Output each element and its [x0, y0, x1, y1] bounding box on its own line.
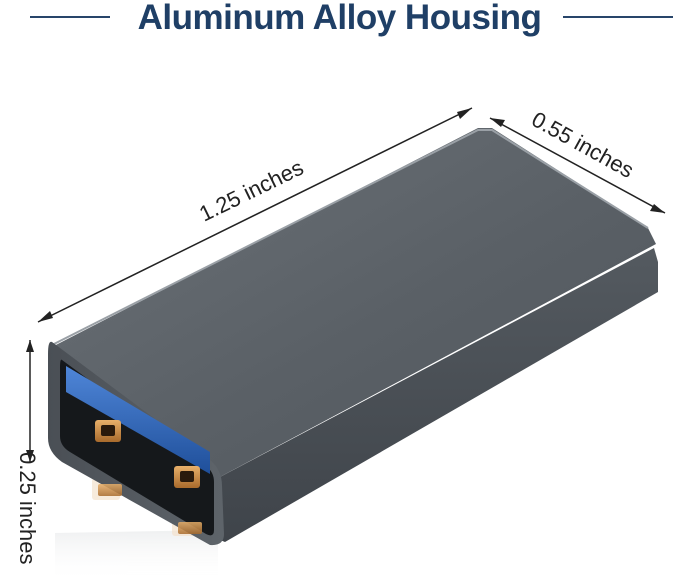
height-dimension: 0.25 inches	[15, 340, 40, 565]
page-title: Aluminum Alloy Housing	[137, 0, 542, 37]
height-label: 0.25 inches	[15, 452, 40, 565]
housing-edge-highlight	[51, 129, 649, 346]
title-rule-right	[563, 16, 673, 18]
length-label: 1.25 inches	[195, 155, 307, 227]
usb-blue-insert	[66, 366, 210, 474]
housing-top-face	[50, 128, 656, 478]
title-rule-left	[30, 16, 110, 18]
gold-contacts	[95, 420, 202, 534]
housing-side-face	[218, 248, 658, 542]
